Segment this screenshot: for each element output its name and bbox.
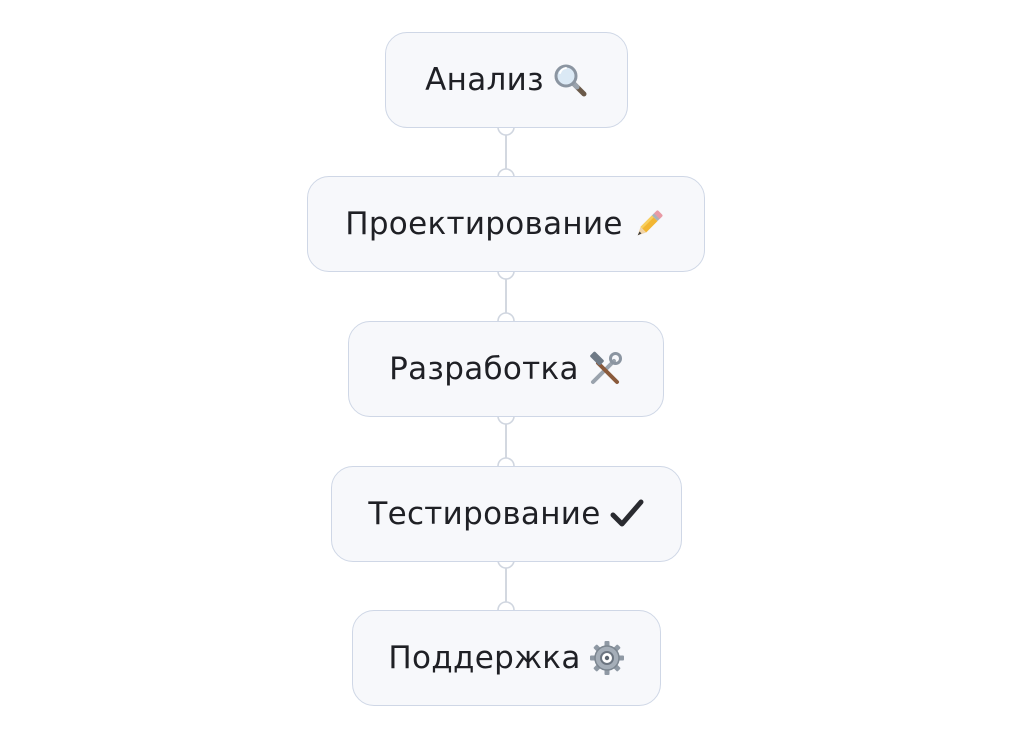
gear-icon	[589, 640, 625, 676]
hammer-and-wrench-icon	[587, 351, 623, 387]
node-analysis[interactable]: Анализ	[385, 32, 628, 128]
magnifying-glass-icon	[552, 62, 588, 98]
node-design[interactable]: Проектирование	[307, 176, 705, 272]
node-support[interactable]: Поддержка	[352, 610, 661, 706]
pencil-icon	[631, 206, 667, 242]
node-label: Анализ	[425, 62, 544, 98]
node-label: Тестирование	[368, 496, 601, 532]
node-label: Разработка	[389, 351, 579, 387]
check-mark-icon	[609, 496, 645, 532]
node-development[interactable]: Разработка	[348, 321, 664, 417]
node-label: Проектирование	[345, 206, 623, 242]
node-testing[interactable]: Тестирование	[331, 466, 682, 562]
node-label: Поддержка	[388, 640, 581, 676]
